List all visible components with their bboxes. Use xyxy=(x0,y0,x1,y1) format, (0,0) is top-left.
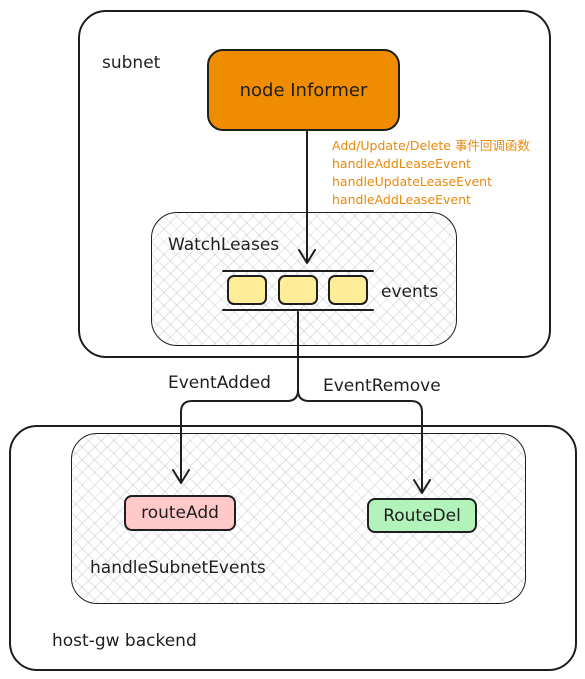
node-informer-box[interactable]: node Informer xyxy=(207,49,400,131)
callback-title: Add/Update/Delete 事件回调函数 xyxy=(332,138,530,153)
route-add-node[interactable]: routeAdd xyxy=(124,495,236,531)
handle-subnet-events-label: handleSubnetEvents xyxy=(90,558,266,578)
informer-arrow-head xyxy=(298,249,316,264)
events-to-backend-arrow xyxy=(180,311,299,483)
route-add-label: routeAdd xyxy=(141,503,219,523)
watch-leases-label: WatchLeases xyxy=(168,235,280,255)
callback-add-2: handleAddLeaseEvent xyxy=(332,192,471,207)
event-cell xyxy=(328,275,368,305)
event-cell xyxy=(278,275,318,305)
subnet-label: subnet xyxy=(102,53,161,73)
callback-update: handleUpdateLeaseEvent xyxy=(332,174,492,189)
events-label: events xyxy=(381,282,439,302)
callback-list: Add/Update/Delete 事件回调函数 handleAddLeaseE… xyxy=(332,137,530,209)
event-cell xyxy=(227,275,267,305)
node-informer-label: node Informer xyxy=(239,79,368,101)
event-added-label: EventAdded xyxy=(168,373,271,393)
backend-label: host-gw backend xyxy=(52,631,197,651)
route-del-node[interactable]: RouteDel xyxy=(367,498,477,533)
route-del-label: RouteDel xyxy=(383,505,461,526)
event-remove-label: EventRemove xyxy=(323,376,441,396)
route-del-arrow-head xyxy=(413,479,431,494)
callback-add: handleAddLeaseEvent xyxy=(332,156,471,171)
events-to-routedel-arrow xyxy=(297,389,423,493)
route-add-arrow-head xyxy=(172,469,190,484)
